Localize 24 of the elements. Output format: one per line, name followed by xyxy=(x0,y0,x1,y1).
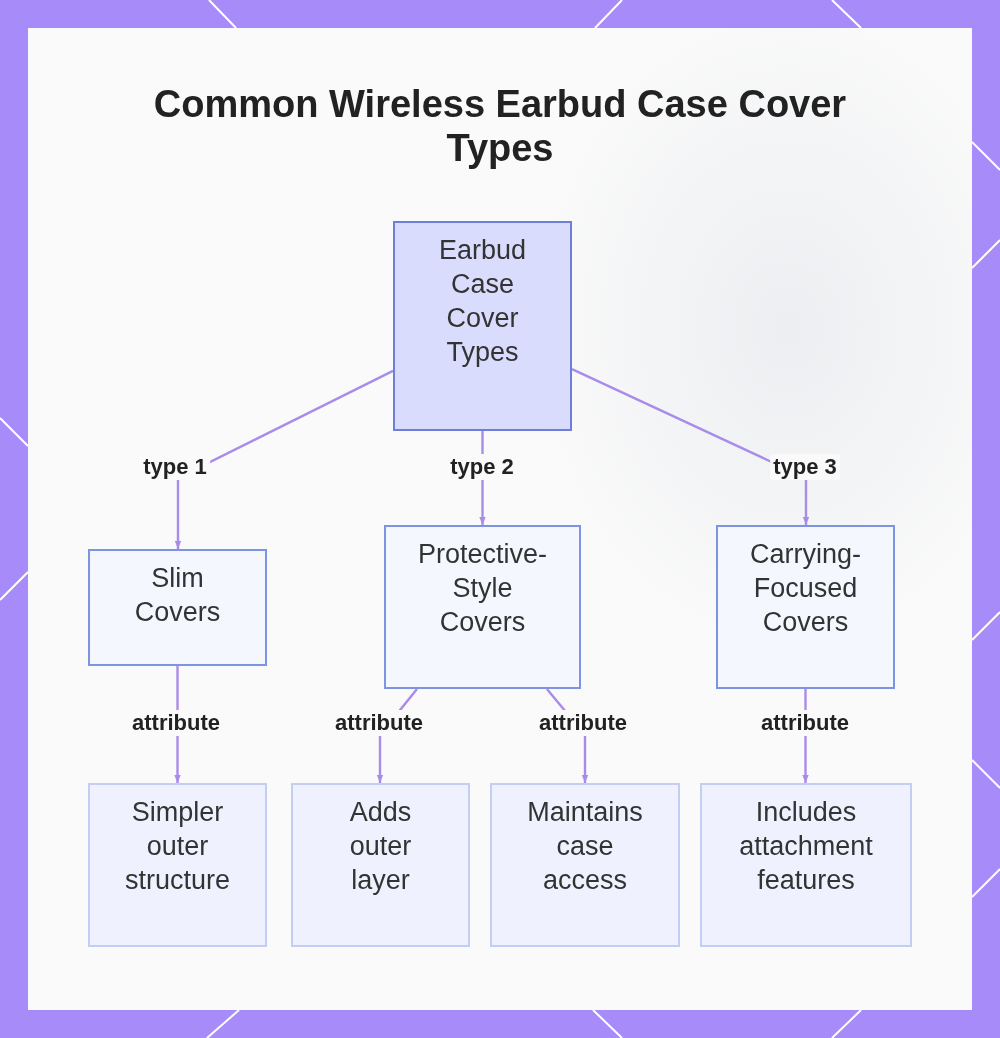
node-label: Adds outer layer xyxy=(348,796,413,897)
node-box xyxy=(700,783,912,947)
edge-label: attribute xyxy=(129,710,223,736)
arrow xyxy=(174,369,394,549)
edge-label: attribute xyxy=(332,710,426,736)
edge-label: type 3 xyxy=(770,454,840,480)
node-box xyxy=(384,525,581,689)
node-box xyxy=(393,221,572,431)
node-label: Earbud Case Cover Types xyxy=(437,234,528,369)
arrow xyxy=(571,367,810,525)
edge-label: attribute xyxy=(758,710,852,736)
node-label: Includes attachment features xyxy=(738,796,874,897)
node-label: Protective-Style Covers xyxy=(416,538,548,639)
node-box xyxy=(716,525,895,689)
node-box xyxy=(291,783,470,947)
node-box xyxy=(490,783,680,947)
node-label: Simpler outer structure xyxy=(123,796,231,897)
node-box xyxy=(88,549,267,666)
node-label: Maintains case access xyxy=(526,796,644,897)
title: Common Wireless Earbud Case Cover Types xyxy=(152,82,848,170)
node-label: Carrying-Focused Covers xyxy=(749,538,862,639)
node-label: Slim Covers xyxy=(133,562,222,629)
node-box xyxy=(88,783,267,947)
edge-label: attribute xyxy=(536,710,630,736)
